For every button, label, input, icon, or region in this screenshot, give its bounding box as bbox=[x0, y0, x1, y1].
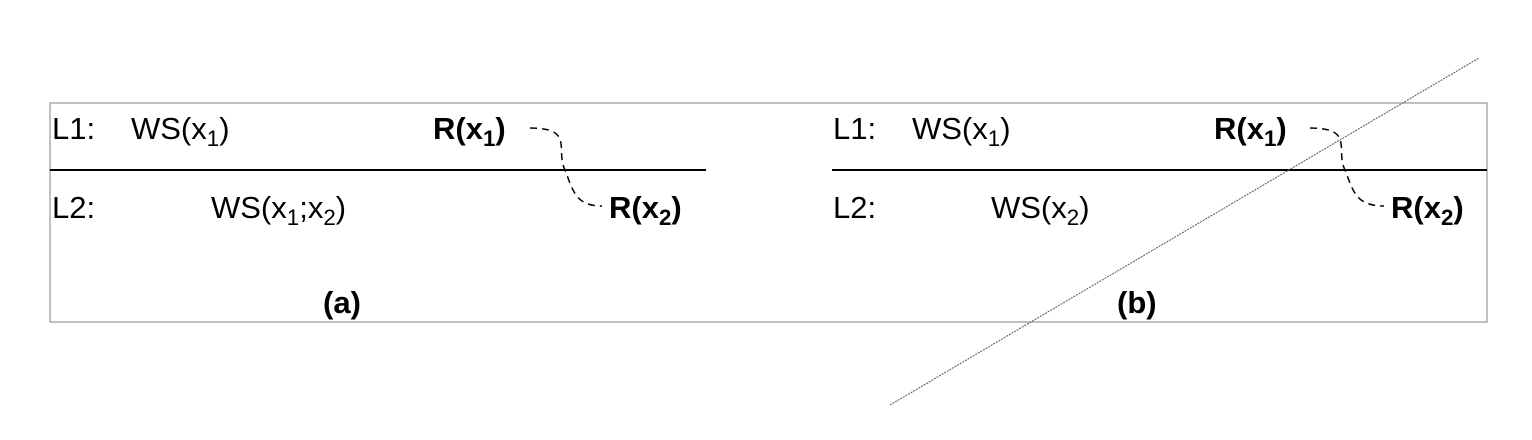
panel-a-caption: (a) bbox=[323, 285, 361, 320]
panel-b-l2-write-set: WS(x2) bbox=[991, 190, 1090, 231]
panel-a-l1-read: R(x1) bbox=[433, 111, 506, 152]
panel-a-l2-read: R(x2) bbox=[609, 190, 682, 231]
panel-b-l1-read: R(x1) bbox=[1214, 111, 1287, 152]
figure-frame bbox=[49, 102, 1488, 323]
panel-b-read-dependency bbox=[1309, 127, 1385, 207]
panel-a-l1-write-set: WS(x1) bbox=[131, 111, 230, 152]
panel-b-caption: (b) bbox=[1117, 285, 1157, 320]
panel-b-l1-label: L1: bbox=[833, 111, 877, 146]
panel-a-l2-write-set: WS(x1;x2) bbox=[211, 190, 347, 231]
panel-a-l1-label: L1: bbox=[52, 111, 96, 146]
panel-a-read-dependency bbox=[529, 127, 603, 207]
panel-b-l1-write-set: WS(x1) bbox=[912, 111, 1011, 152]
panel-b-l2-label: L2: bbox=[833, 190, 877, 225]
panel-a-l2-label: L2: bbox=[52, 190, 96, 225]
panel-b-l2-read: R(x2) bbox=[1391, 190, 1464, 231]
